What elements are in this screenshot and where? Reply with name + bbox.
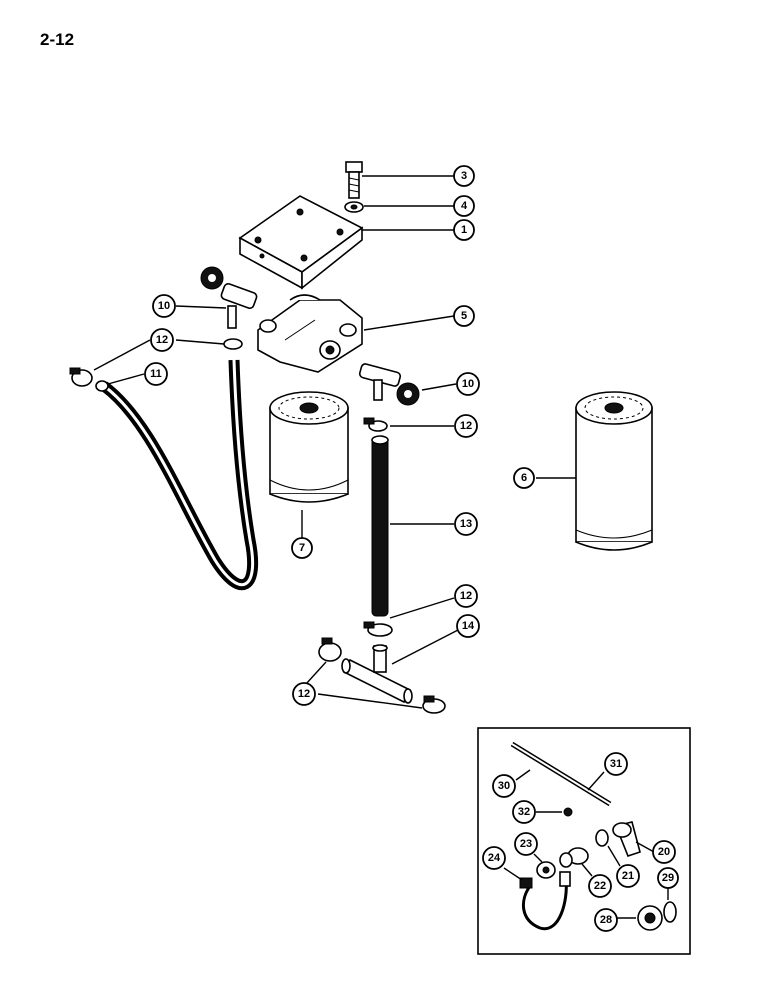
callout-12-hose: 12 <box>454 584 478 608</box>
callout-10-upper: 10 <box>152 294 176 318</box>
svg-text:11: 11 <box>150 368 162 380</box>
callout-23: 23 <box>514 832 538 856</box>
callout-7: 7 <box>291 537 313 559</box>
callout-32: 32 <box>512 800 536 824</box>
drain-valve-upper-part <box>200 266 258 329</box>
fuel-hose-short-part <box>371 435 389 617</box>
washer-part <box>344 201 364 213</box>
callout-5: 5 <box>453 305 475 327</box>
callout-28: 28 <box>594 908 618 932</box>
svg-text:30: 30 <box>498 780 510 792</box>
tee-fitting-part <box>341 644 413 704</box>
callout-12-upper: 12 <box>150 328 174 352</box>
svg-text:29: 29 <box>662 872 674 884</box>
callout-6: 6 <box>513 467 535 489</box>
svg-text:14: 14 <box>462 620 475 632</box>
svg-text:10: 10 <box>158 300 170 312</box>
callout-21: 21 <box>616 864 640 888</box>
callout-30: 30 <box>492 774 516 798</box>
svg-text:12: 12 <box>460 590 472 602</box>
svg-text:7: 7 <box>299 542 305 554</box>
fuel-filter-large-part <box>575 391 653 551</box>
callout-22: 22 <box>588 874 612 898</box>
hose-clamp-part <box>69 338 446 714</box>
svg-text:1: 1 <box>461 224 467 236</box>
fuel-hose-long-part <box>95 359 259 590</box>
callout-14: 14 <box>456 614 480 638</box>
svg-text:12: 12 <box>298 688 310 700</box>
callout-12-tee: 12 <box>292 682 316 706</box>
bolt-part <box>345 161 363 199</box>
svg-text:10: 10 <box>462 378 474 390</box>
mounting-bracket-part <box>238 195 364 290</box>
fuel-filter-small-part <box>269 391 349 503</box>
callout-24: 24 <box>482 846 506 870</box>
svg-text:6: 6 <box>521 472 527 484</box>
svg-text:13: 13 <box>460 518 472 530</box>
callout-31: 31 <box>604 752 628 776</box>
svg-text:3: 3 <box>461 170 467 182</box>
callout-1: 1 <box>453 219 475 241</box>
drain-valve-lower-part <box>358 363 420 406</box>
svg-text:21: 21 <box>622 870 634 882</box>
svg-text:20: 20 <box>658 846 670 858</box>
callout-11: 11 <box>144 362 168 386</box>
inset-parts <box>510 741 677 931</box>
svg-text:31: 31 <box>610 758 622 770</box>
page-number: 2-12 <box>40 30 75 49</box>
svg-text:24: 24 <box>488 852 501 864</box>
callout-13: 13 <box>454 512 478 536</box>
svg-text:12: 12 <box>460 420 472 432</box>
callout-20: 20 <box>652 840 676 864</box>
callout-12-right: 12 <box>454 414 478 438</box>
filter-head-part <box>257 294 363 373</box>
svg-text:23: 23 <box>520 838 532 850</box>
callout-10-lower: 10 <box>456 372 480 396</box>
svg-text:28: 28 <box>600 914 612 926</box>
svg-text:5: 5 <box>461 310 467 322</box>
leader-lines <box>93 175 669 919</box>
svg-text:12: 12 <box>156 334 168 346</box>
callout-29: 29 <box>657 867 679 889</box>
svg-text:32: 32 <box>518 806 530 818</box>
svg-text:4: 4 <box>461 200 468 212</box>
callout-3: 3 <box>453 165 475 187</box>
callout-4: 4 <box>453 195 475 217</box>
svg-text:22: 22 <box>594 880 606 892</box>
